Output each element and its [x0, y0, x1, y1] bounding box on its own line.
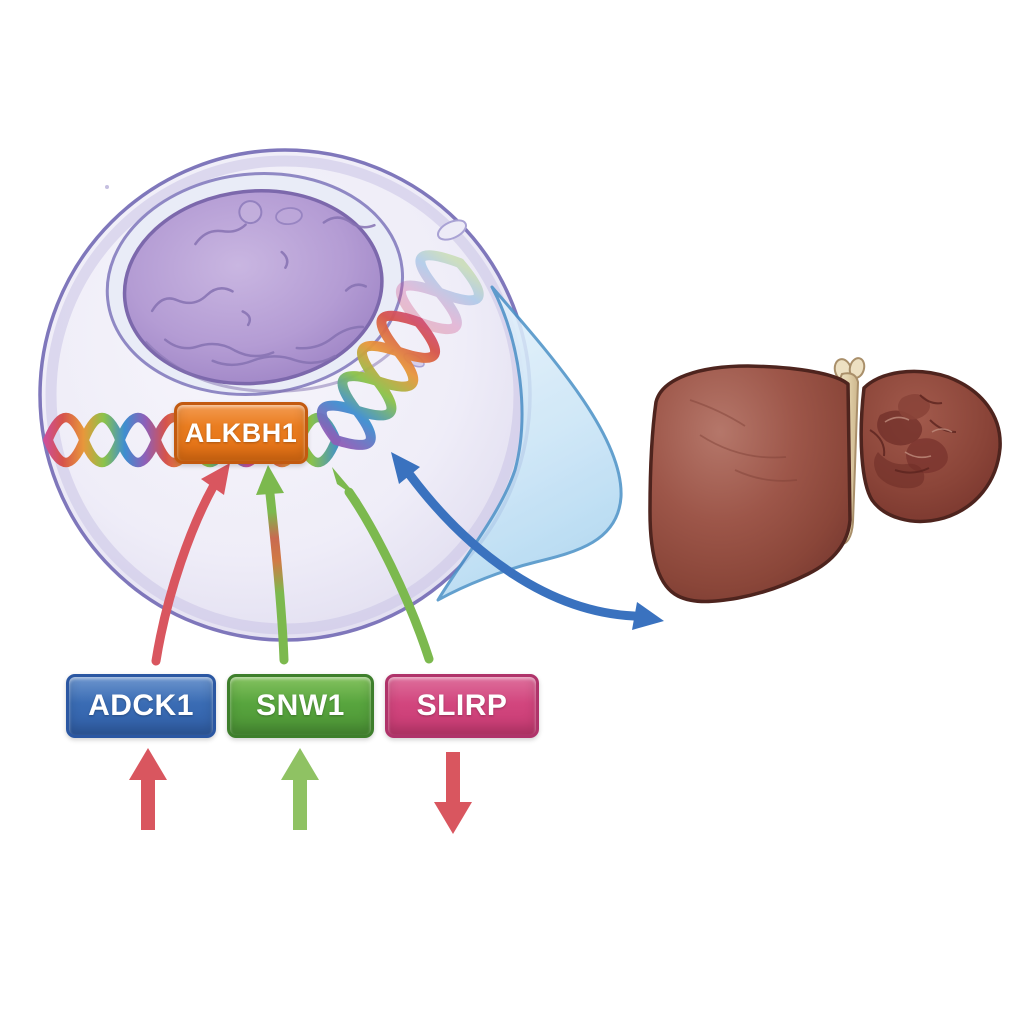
nucleus-blob — [275, 207, 303, 226]
dna-fading-tail — [396, 250, 484, 335]
adck1-upregulation-arrow-icon — [129, 748, 167, 830]
cell-vesicle — [436, 219, 468, 241]
snw1-upregulation-arrow-icon — [281, 748, 319, 830]
adck1-node[interactable]: ADCK1 — [66, 674, 216, 738]
snw1-to-alkbh1-arrow-icon — [256, 465, 289, 665]
nucleolus — [238, 200, 263, 225]
slirp-node[interactable]: SLIRP — [385, 674, 539, 738]
liver-veins — [689, 399, 798, 482]
liver-illustration — [648, 357, 1002, 604]
chromatin-texture — [150, 216, 376, 367]
alkbh1-label: ALKBH1 — [184, 417, 298, 448]
slirp-downregulation-arrow-icon — [434, 752, 472, 834]
nucleus-shading — [144, 340, 395, 393]
alkbh1-node[interactable]: ALKBH1 — [174, 402, 308, 464]
adck1-to-alkbh1-arrow-icon — [151, 463, 230, 666]
snw1-label: SNW1 — [256, 689, 345, 722]
magnification-cone — [436, 285, 623, 602]
nucleus-illustration — [105, 172, 405, 396]
slirp-to-alkbh1-arrow-icon — [332, 467, 434, 664]
adck1-label: ADCK1 — [88, 689, 194, 722]
liver-left-lobe — [648, 364, 852, 604]
tumor-texture — [869, 394, 957, 489]
nucleus — [122, 189, 384, 386]
slirp-label: SLIRP — [416, 689, 508, 722]
expression-effect-arrows — [129, 748, 472, 834]
regulation-arrows — [151, 452, 664, 666]
dna-liver-double-arrow-icon — [391, 452, 664, 630]
snw1-node[interactable]: SNW1 — [227, 674, 374, 738]
cell-speck — [105, 185, 109, 189]
dna-rising-section — [316, 250, 484, 450]
